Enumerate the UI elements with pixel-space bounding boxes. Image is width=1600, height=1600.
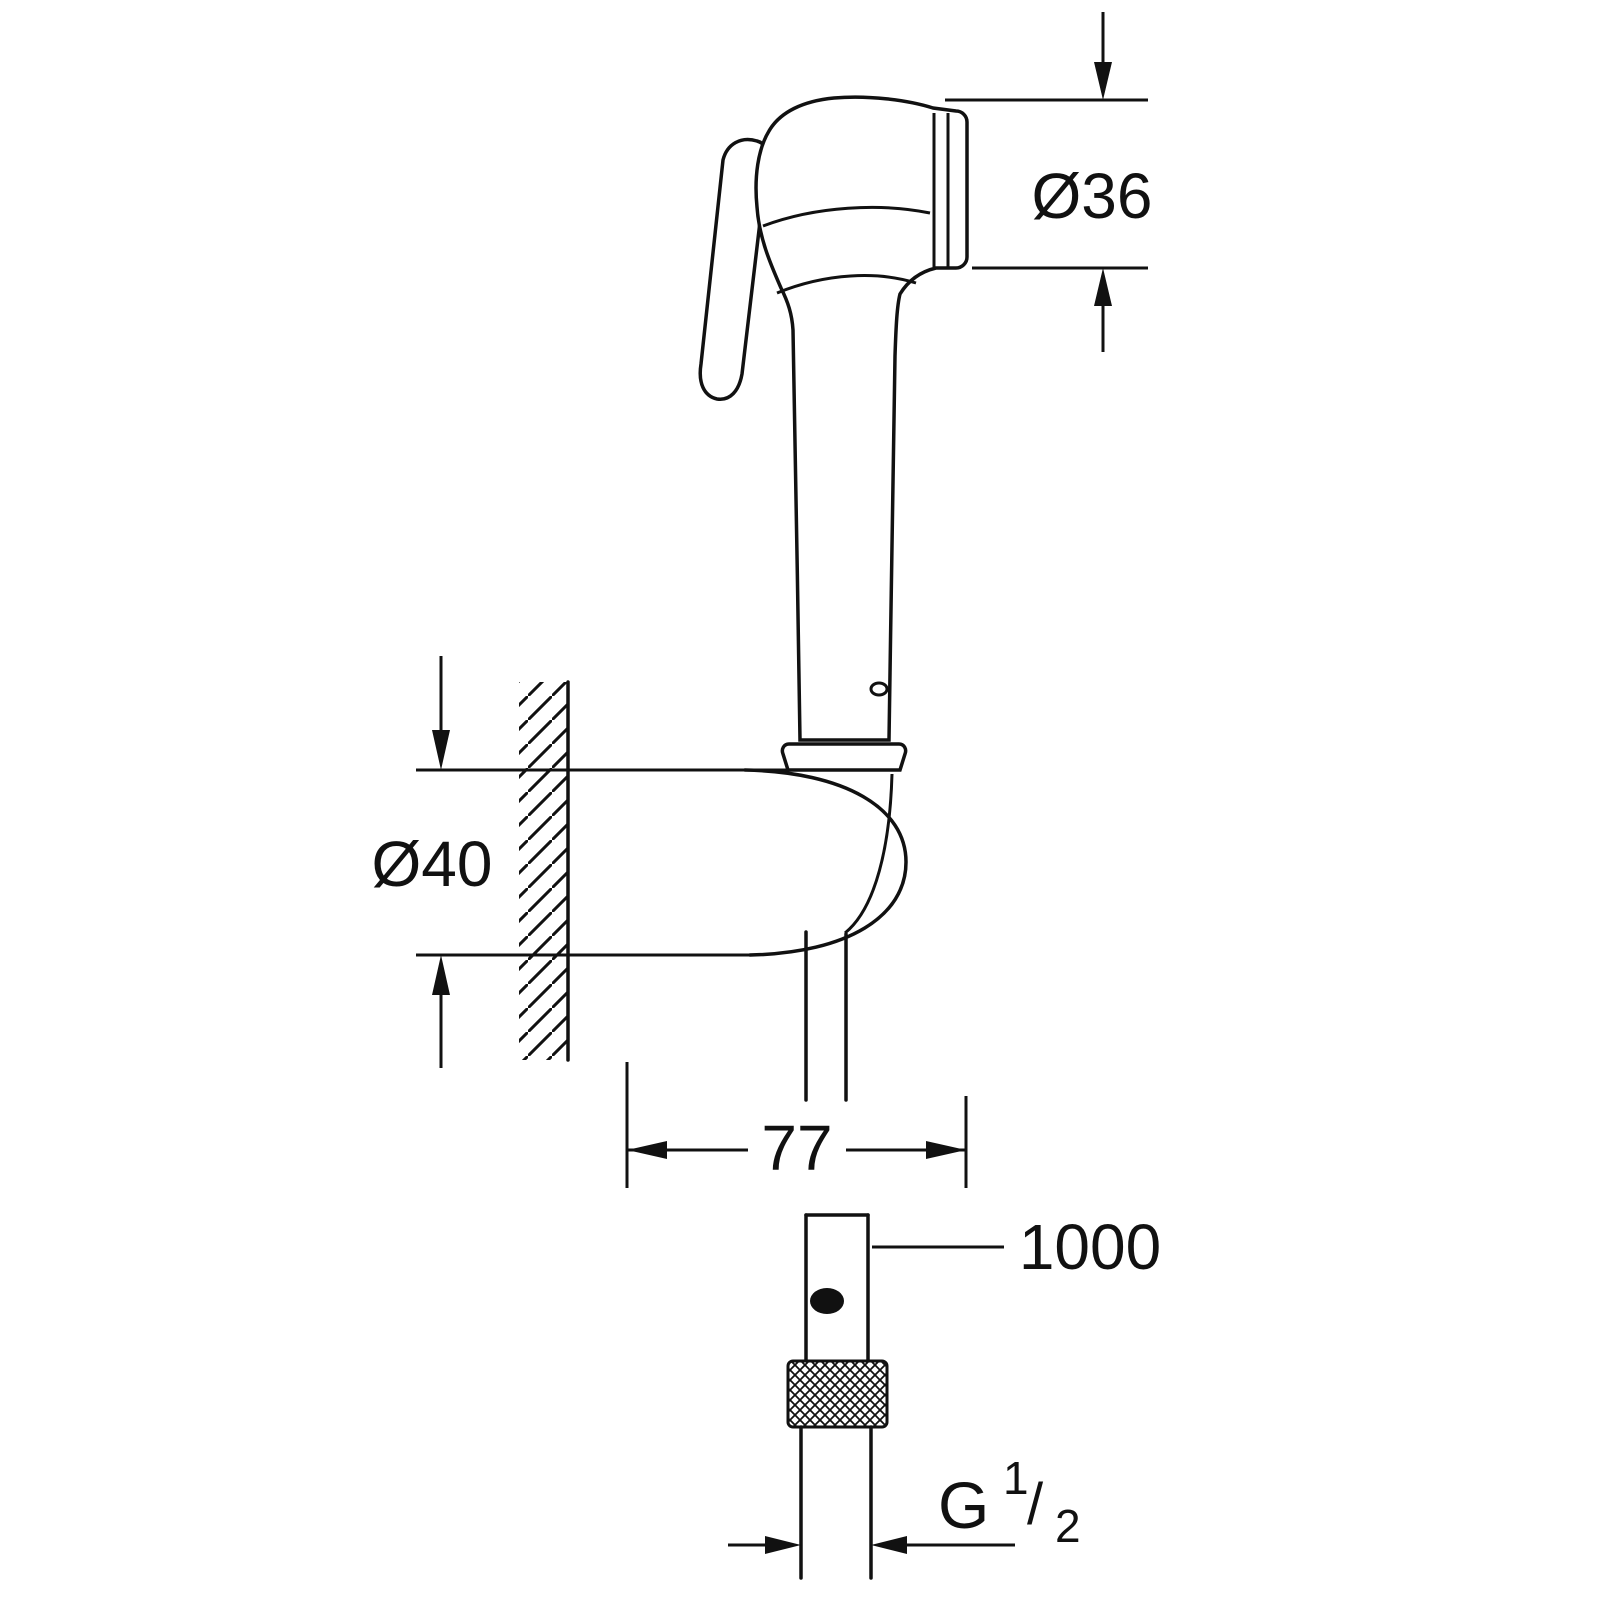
dim-label-hose-length: 1000 xyxy=(1019,1211,1161,1283)
dimension-holder-diameter: Ø40 xyxy=(372,656,493,1068)
head-contour-upper xyxy=(762,205,931,228)
dimension-thread: G 1 / 2 xyxy=(728,1452,1081,1554)
arrowhead-right-inward xyxy=(765,1536,801,1554)
arrowhead-up xyxy=(1094,268,1112,306)
dim-label-holder-diameter: Ø40 xyxy=(372,828,493,900)
wall-section xyxy=(519,680,570,1062)
arrowhead-down xyxy=(432,730,450,770)
holder-cup-inner-lip xyxy=(844,773,894,935)
dimension-head-diameter: Ø36 xyxy=(945,12,1152,352)
shower-body-outline xyxy=(754,95,969,742)
thread-label-numerator: 1 xyxy=(1003,1452,1029,1504)
wall-holder xyxy=(416,768,908,1102)
hose-marking xyxy=(810,1288,844,1314)
hand-shower xyxy=(698,95,969,772)
thread-label-denominator: 2 xyxy=(1055,1500,1081,1552)
arrowhead-left xyxy=(627,1141,667,1159)
dim-label-head-diameter: Ø36 xyxy=(1032,160,1153,232)
head-contour-lower xyxy=(776,274,917,295)
dimension-hose-length: 1000 xyxy=(872,1211,1161,1283)
arrowhead-right xyxy=(926,1141,966,1159)
wall-hatching xyxy=(519,682,568,1060)
hose-end-detail xyxy=(786,1213,889,1580)
holder-cup-outline xyxy=(743,768,908,957)
handle-cone-seat xyxy=(780,742,908,772)
dim-label-holder-depth: 77 xyxy=(761,1112,832,1184)
arrowhead-down xyxy=(1094,62,1112,100)
handle-detail-dot xyxy=(869,681,889,697)
thread-label-slash: / xyxy=(1027,1472,1044,1537)
arrowhead-up xyxy=(432,955,450,995)
dimension-holder-depth: 77 xyxy=(625,1062,968,1188)
thread-label-prefix: G xyxy=(938,1468,989,1542)
knurled-nut xyxy=(786,1359,889,1429)
arrowhead-left-inward xyxy=(871,1536,907,1554)
